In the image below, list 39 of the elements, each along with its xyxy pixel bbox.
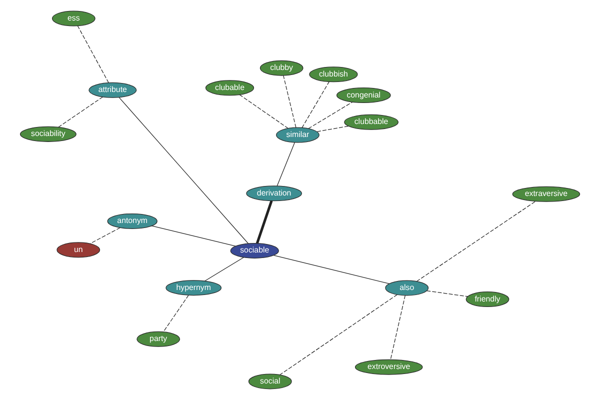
connector — [77, 25, 109, 84]
node-ellipse: similar — [276, 127, 320, 143]
connector — [280, 294, 398, 376]
connector — [204, 257, 244, 282]
connector — [390, 294, 406, 360]
node-ellipse: sociable — [230, 242, 279, 258]
node-ellipse: ess — [52, 10, 96, 26]
connector — [426, 290, 468, 297]
node-ellipse: party — [136, 331, 180, 347]
node-ellipse: clubable — [205, 80, 254, 96]
connector — [416, 200, 536, 282]
node-ellipse: hypernym — [166, 280, 222, 296]
node-ellipse: sociability — [20, 126, 76, 142]
node-ellipse: attribute — [88, 82, 137, 98]
connector — [239, 94, 289, 129]
node-ellipse: clubbable — [344, 114, 398, 130]
connector — [283, 75, 296, 128]
node-ellipse: extroversive — [354, 359, 423, 375]
node-ellipse: social — [248, 374, 292, 390]
connector — [308, 102, 353, 129]
node-ellipse: congenial — [336, 88, 391, 104]
connector — [316, 126, 350, 132]
connector — [151, 226, 236, 246]
connector — [276, 142, 295, 186]
node-ellipse: antonym — [107, 213, 158, 229]
connector — [163, 294, 189, 332]
connector — [256, 200, 273, 244]
node-ellipse: clubby — [260, 60, 304, 76]
connector — [90, 227, 120, 244]
node-ellipse: clubbish — [309, 66, 358, 82]
node-ellipse: also — [385, 280, 429, 296]
connector — [58, 96, 104, 128]
connector — [118, 97, 249, 244]
node-ellipse: extraversive — [512, 186, 580, 202]
node-ellipse: friendly — [466, 292, 510, 308]
node-ellipse: derivation — [246, 186, 302, 202]
node-ellipse: un — [56, 242, 100, 258]
connector — [273, 255, 390, 284]
connector — [302, 81, 330, 128]
